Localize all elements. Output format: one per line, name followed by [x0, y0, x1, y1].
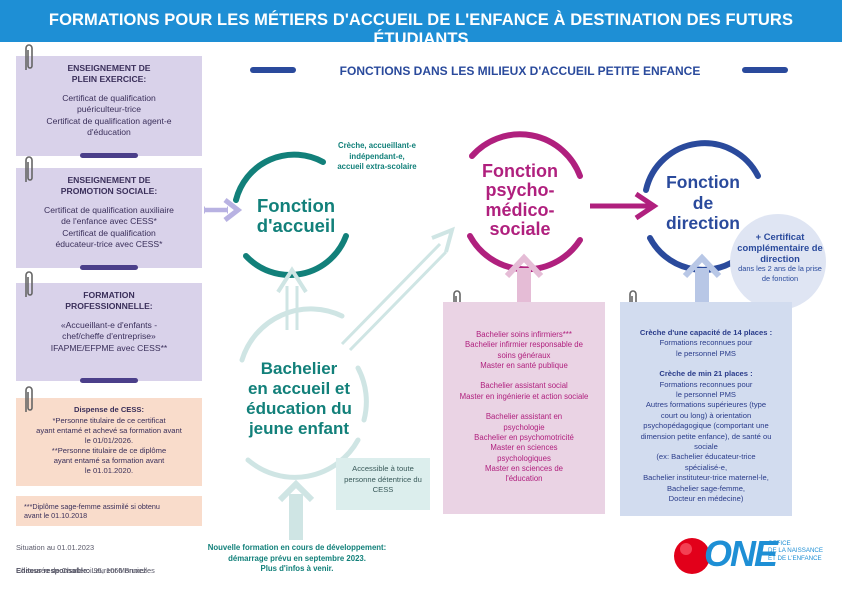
subtitle: FONCTIONS DANS LES MILIEUX D'ACCUEIL PET…: [339, 64, 701, 78]
plein-exercice-underline: [80, 153, 138, 158]
situation-date: Situation au 01.01.2023: [16, 543, 95, 552]
editor-name: Laurent Monniez: [89, 565, 147, 575]
formation-pro-underline: [80, 378, 138, 383]
paperclip-icon: [25, 156, 33, 182]
arrow-bachelier-to-psy: [340, 226, 455, 352]
paperclip-icon: [25, 271, 33, 297]
arrow-into-bachelier: [277, 479, 315, 540]
direction-title-21: Crèche de min 21 places :: [659, 369, 753, 379]
address: Chaussée de Charleroi 95, 1060 Bruxelles: [16, 566, 155, 575]
paperclip-icon: [25, 386, 33, 412]
bachelier-circle: [239, 306, 369, 480]
formation-pro-box: FORMATION PROFESSIONNELLE: «Accueillant-…: [16, 283, 202, 381]
certificat-title: + Certificat complémentaire de direction: [737, 231, 823, 264]
certificat-bubble: [730, 214, 826, 310]
box-title: FORMATION PROFESSIONNELLE:: [65, 290, 153, 312]
page-title: FORMATIONS POUR LES MÉTIERS D'ACCUEIL DE…: [48, 11, 794, 48]
logo-tagline: OFFICE DE LA NAISSANCE ET DE L'ENFANCE: [768, 540, 824, 562]
box-title: Dispense de CESS:: [73, 405, 145, 414]
certificat-direction: + Certificat complémentaire de direction…: [730, 231, 830, 284]
header-bar: FORMATIONS POUR LES MÉTIERS D'ACCUEIL DE…: [0, 0, 842, 48]
subtitle-right-bar: [742, 67, 788, 73]
accueil-note: Crèche, accueillant-e indépendant-e, acc…: [337, 141, 417, 172]
box-title: ENSEIGNEMENT DE PROMOTION SOCIALE:: [60, 175, 158, 197]
box-text: Certificat de qualification puériculteur…: [46, 92, 172, 138]
direction-text-21: Formations reconnues pour le personnel P…: [640, 379, 772, 504]
subtitle-left-bar: [250, 67, 296, 73]
direction-circle: [643, 140, 761, 273]
plein-exercice-box: ENSEIGNEMENT DE PLEIN EXERCICE: Certific…: [16, 56, 202, 156]
new-formation-note: Nouvelle formation en cours de développe…: [207, 543, 387, 574]
box-text: Certificat de qualification auxiliaire d…: [44, 204, 174, 250]
arrow-bachelier-to-accueil: [276, 266, 308, 330]
paperclip-icon: [25, 44, 33, 70]
editor: Editeur responsable: Laurent Monniez: [16, 556, 147, 575]
cess-exemption-box: Dispense de CESS: *Personne titulaire de…: [16, 398, 202, 486]
promotion-sociale-box: ENSEIGNEMENT DE PROMOTION SOCIALE: Certi…: [16, 168, 202, 268]
direction-title-14: Crèche d'une capacité de 14 places :: [639, 328, 773, 337]
accueil-circle: [233, 151, 349, 278]
direction-text-14: Formations reconnues pour le personnel P…: [659, 338, 753, 358]
sage-femme-note: ***Diplôme sage-femme assimilé si obtenu…: [16, 496, 202, 526]
arrow-to-accueil: [204, 198, 243, 222]
box-text: *Personne titulaire de ce certificat aya…: [36, 416, 182, 475]
arrow-psy-to-direction: [590, 191, 659, 221]
fonction-psy-title: Fonction psycho- médico- sociale: [482, 161, 558, 240]
box-text: «Accueillant-e d'enfants - chef/cheffe d…: [50, 319, 168, 353]
arrow-into-psy: [504, 253, 544, 302]
box-title: ENSEIGNEMENT DE PLEIN EXERCICE:: [67, 63, 151, 85]
arrow-into-direction: [682, 253, 722, 302]
promotion-sociale-underline: [80, 265, 138, 270]
direction-formations-box: Crèche d'une capacité de 14 places : For…: [620, 302, 792, 516]
certificat-text: dans les 2 ans de la prise de fonction: [738, 264, 822, 283]
logo-text: ONE: [704, 533, 778, 574]
psy-formations-box: Bachelier soins infirmiers*** Bachelier …: [443, 302, 605, 514]
bachelier-note: Accessible à toute personne détentrice d…: [336, 458, 430, 510]
fonction-direction-title: Fonction de direction: [666, 172, 740, 233]
editor-label: Editeur responsable:: [16, 565, 90, 575]
fonction-accueil-title: Fonction d'accueil: [256, 195, 336, 236]
bachelier-title: Bachelier en accueil et éducation du jeu…: [246, 359, 352, 438]
